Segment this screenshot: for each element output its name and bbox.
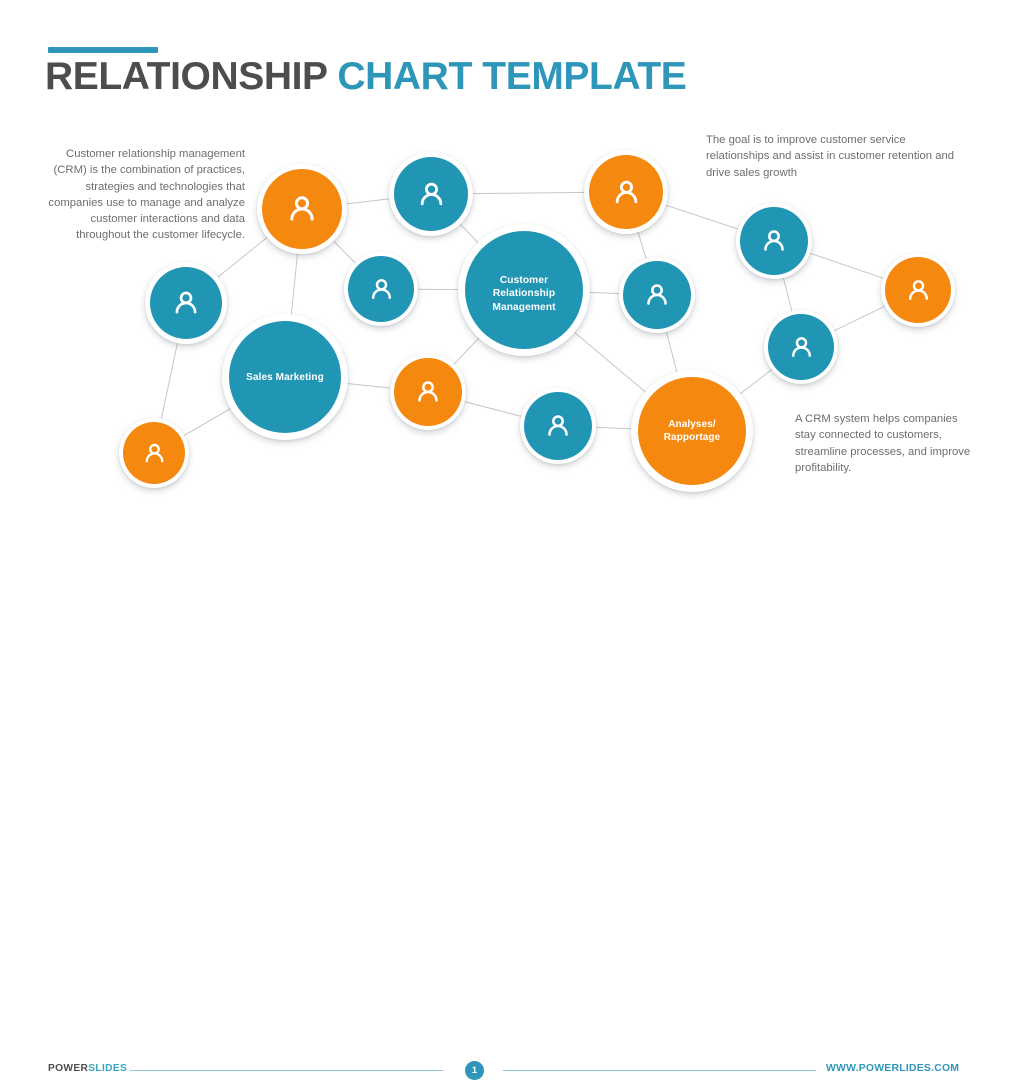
person-icon [609, 175, 644, 210]
node-disc [394, 157, 468, 231]
node-disc [740, 207, 808, 275]
diagram-node-person[interactable] [736, 203, 812, 279]
person-icon [758, 225, 790, 257]
node-disc [150, 267, 222, 339]
page-number-badge: 1 [465, 1061, 484, 1080]
slide-canvas: RELATIONSHIP CHART TEMPLATE Customer rel… [0, 0, 1024, 575]
diagram-node-person[interactable] [390, 354, 466, 430]
diagram-node-sales-marketing[interactable]: Sales Marketing [222, 314, 348, 440]
person-icon [903, 275, 934, 306]
node-disc [589, 155, 663, 229]
person-icon [412, 376, 444, 408]
person-icon [641, 279, 673, 311]
diagram-link [341, 198, 396, 204]
node-label: Analyses/Rapportage [638, 418, 746, 444]
diagram-link [213, 234, 272, 281]
diagram-link [805, 252, 887, 280]
diagram-link [180, 405, 237, 438]
diagram-node-analyses-rapportage[interactable]: Analyses/Rapportage [631, 370, 753, 492]
diagram-node-person[interactable] [145, 262, 227, 344]
node-disc [348, 256, 414, 322]
node-disc [394, 358, 462, 426]
node-disc [768, 314, 834, 380]
node-disc [524, 392, 592, 460]
person-icon [542, 410, 574, 442]
person-icon [366, 274, 397, 305]
node-disc [623, 261, 691, 329]
brand-logo-part-2: SLIDES [88, 1063, 127, 1074]
person-icon [414, 177, 449, 212]
footer-rule-right [503, 1070, 816, 1071]
person-icon [283, 190, 321, 228]
person-icon [169, 286, 203, 320]
brand-logo-part-1: POWER [48, 1063, 88, 1074]
diagram-link [568, 327, 651, 397]
diagram-node-person[interactable] [520, 388, 596, 464]
node-disc [262, 169, 342, 249]
node-disc: Sales Marketing [229, 321, 341, 433]
diagram-link [291, 248, 299, 322]
diagram-link [660, 203, 742, 230]
diagram-node-person[interactable] [584, 150, 668, 234]
diagram-node-person[interactable] [344, 252, 418, 326]
node-disc [885, 257, 951, 323]
footer-rule-left [130, 1070, 443, 1071]
diagram-node-person[interactable] [619, 257, 695, 333]
diagram-node-person[interactable] [764, 310, 838, 384]
diagram-node-person[interactable] [257, 164, 347, 254]
node-disc [123, 422, 185, 484]
brand-logo: POWERSLIDES [48, 1063, 127, 1074]
node-disc: Analyses/Rapportage [638, 377, 746, 485]
footer: POWERSLIDES 1 WWW.POWERLIDES.COM [0, 527, 1024, 557]
node-label: Sales Marketing [229, 371, 341, 384]
diagram-link [160, 337, 178, 423]
diagram-link [467, 192, 590, 193]
diagram-node-person[interactable] [119, 418, 189, 488]
site-url[interactable]: WWW.POWERLIDES.COM [826, 1063, 959, 1074]
diagram-link [460, 400, 526, 417]
diagram-link [340, 383, 395, 389]
diagram-node-person[interactable] [881, 253, 955, 327]
diagram-node-person[interactable] [389, 152, 473, 236]
person-icon [786, 332, 817, 363]
diagram-link [782, 273, 793, 316]
diagram-link [830, 304, 889, 333]
person-icon [140, 439, 169, 468]
